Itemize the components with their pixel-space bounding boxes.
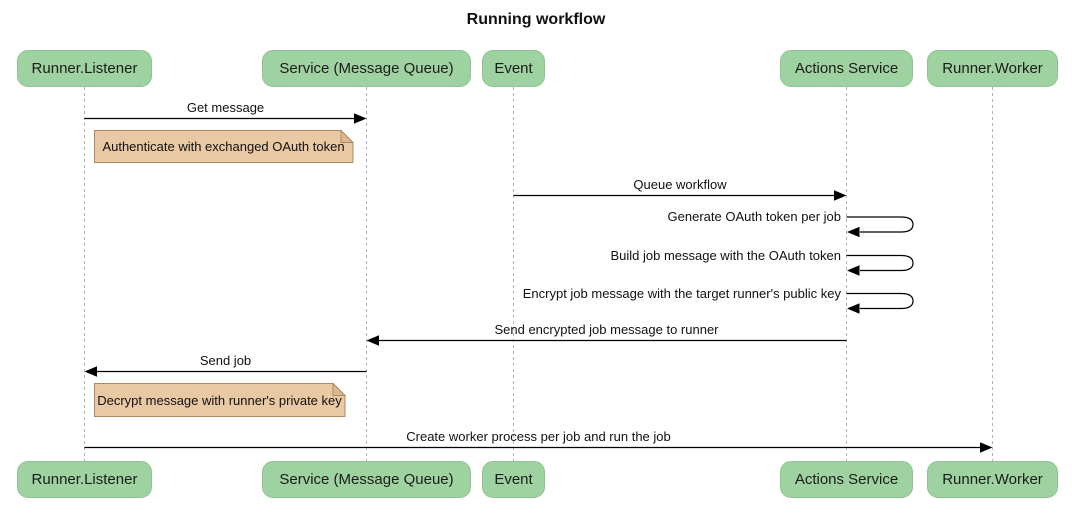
participant-service-message-queue-top: Service (Message Queue) [262, 50, 471, 87]
diagram-title: Running workflow [466, 11, 606, 28]
participant-runner-worker-bottom: Runner.Worker [927, 461, 1058, 498]
participant-label: Runner.Listener [31, 60, 138, 77]
participant-label: Service (Message Queue) [279, 60, 454, 77]
participant-label: Event [494, 60, 533, 77]
note-fold-icon [332, 382, 347, 396]
message-label-create-worker: Create worker process per job and run th… [406, 429, 671, 444]
participant-label: Runner.Worker [942, 60, 1043, 77]
message-label-encrypt-job-message: Encrypt job message with the target runn… [522, 285, 841, 301]
message-label-send-encrypted: Send encrypted job message to runner [494, 322, 719, 337]
note-fold-icon [340, 129, 355, 143]
participant-label: Runner.Worker [942, 471, 1043, 488]
arrowhead-right-icon [980, 442, 993, 453]
participant-label: Event [494, 471, 533, 488]
participant-actions-service-bottom: Actions Service [780, 461, 913, 498]
self-loop-line-encrypt-job-message [846, 292, 914, 310]
participant-runner-listener-top: Runner.Listener [17, 50, 152, 87]
arrowhead-left-icon [847, 226, 860, 238]
message-label-build-job-message: Build job message with the OAuth token [610, 247, 841, 263]
participant-label: Actions Service [794, 471, 899, 488]
participant-label: Actions Service [794, 60, 899, 77]
note-decrypt-message: Decrypt message with runner's private ke… [97, 392, 342, 408]
note-shape-decrypt [94, 383, 346, 417]
note-authenticate-oauth: Authenticate with exchanged OAuth token [102, 139, 345, 154]
participant-runner-worker-top: Runner.Worker [927, 50, 1058, 87]
note-shape-authenticate [94, 130, 354, 163]
participant-label: Runner.Listener [31, 471, 138, 488]
participant-event-bottom: Event [482, 461, 545, 498]
message-label-generate-oauth: Generate OAuth token per job [667, 209, 841, 224]
participant-runner-listener-bottom: Runner.Listener [17, 461, 152, 498]
participant-service-message-queue-bottom: Service (Message Queue) [262, 461, 471, 498]
arrowhead-left-icon [84, 366, 97, 377]
participant-actions-service-top: Actions Service [780, 50, 913, 87]
self-loop-line-generate-oauth [846, 216, 914, 233]
message-label-get-message: Get message [186, 100, 265, 115]
message-label-queue-workflow: Queue workflow [633, 177, 727, 192]
message-label-send-job: Send job [199, 353, 252, 368]
arrowhead-right-icon [834, 190, 847, 201]
participant-event-top: Event [482, 50, 545, 87]
participant-label: Service (Message Queue) [279, 471, 454, 488]
arrowhead-left-icon [366, 335, 379, 346]
arrowhead-left-icon [847, 303, 860, 314]
arrowhead-right-icon [354, 113, 367, 124]
arrowhead-left-icon [847, 265, 860, 276]
self-loop-line-build-job-message [846, 254, 914, 272]
